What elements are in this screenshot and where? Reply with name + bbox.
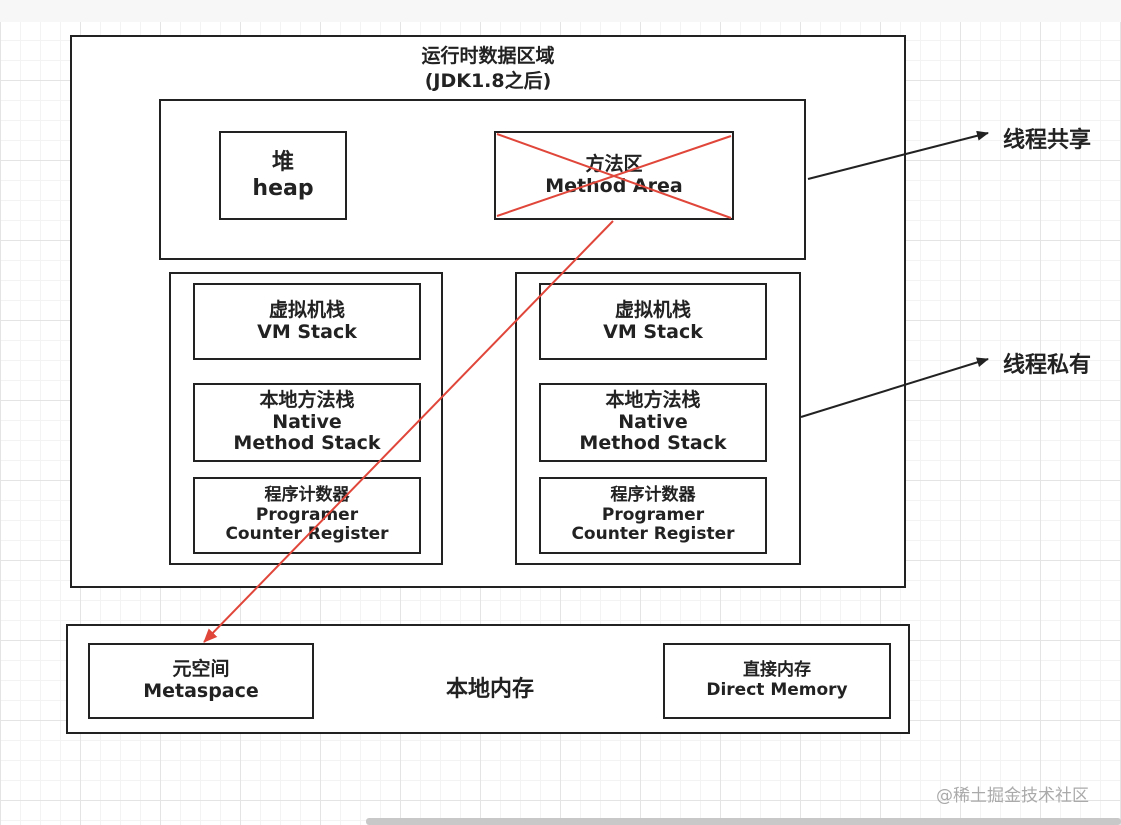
thread-2-native-stack: 本地方法栈 Native Method Stack (539, 383, 767, 462)
pc-en2: Counter Register (571, 524, 735, 545)
metaspace-box: 元空间 Metaspace (88, 643, 314, 719)
watermark: @稀土掘金技术社区 (936, 786, 1089, 806)
thread-1-native-stack: 本地方法栈 Native Method Stack (193, 383, 421, 462)
label-thread-shared: 线程共享 (1003, 128, 1092, 153)
direct-memory-cn: 直接内存 (743, 660, 811, 681)
pc-en2: Counter Register (225, 524, 389, 545)
top-strip (0, 0, 1121, 22)
method-area-en: Method Area (545, 174, 683, 197)
pc-cn: 程序计数器 (610, 485, 696, 506)
heap-box: 堆 heap (219, 131, 347, 220)
vm-stack-en: VM Stack (257, 320, 357, 343)
thread-1-vm-stack: 虚拟机栈 VM Stack (193, 283, 421, 360)
arrow-method-area-to-metaspace (203, 220, 614, 643)
direct-memory-en: Direct Memory (706, 680, 848, 700)
runtime-data-area-title: 运行时数据区域 (JDK1.8之后) (70, 44, 906, 93)
arrow-thread-shared (807, 130, 989, 180)
thread-2-pc: 程序计数器 Programer Counter Register (539, 477, 767, 554)
native-stack-en2: Method Stack (579, 432, 727, 455)
heap-en: heap (252, 175, 314, 201)
vm-stack-cn: 虚拟机栈 (614, 298, 691, 321)
native-stack-cn: 本地方法栈 (259, 388, 355, 411)
vm-stack-en: VM Stack (603, 320, 703, 343)
pc-cn: 程序计数器 (264, 485, 350, 506)
pc-en1: Programer (601, 504, 705, 525)
method-area-cn: 方法区 (585, 152, 643, 175)
title-line1: 运行时数据区域 (421, 45, 555, 67)
metaspace-en: Metaspace (143, 680, 259, 702)
native-stack-en2: Method Stack (233, 432, 381, 455)
vm-stack-cn: 虚拟机栈 (268, 298, 345, 321)
thread-2-vm-stack: 虚拟机栈 VM Stack (539, 283, 767, 360)
direct-memory-box: 直接内存 Direct Memory (663, 643, 891, 719)
metaspace-cn: 元空间 (172, 658, 230, 681)
title-line2: (JDK1.8之后) (424, 69, 552, 92)
native-memory-title: 本地内存 (400, 670, 580, 710)
thread-1-pc: 程序计数器 Programer Counter Register (193, 477, 421, 554)
heap-cn: 堆 (271, 150, 294, 176)
native-stack-cn: 本地方法栈 (605, 388, 701, 411)
horizontal-scrollbar[interactable] (366, 818, 1121, 825)
native-stack-en1: Native (272, 410, 342, 433)
native-stack-en1: Native (618, 410, 688, 433)
arrow-thread-private (800, 357, 989, 418)
cross-line-2 (496, 135, 732, 217)
label-thread-private: 线程私有 (1003, 353, 1092, 378)
native-memory-title-text: 本地内存 (445, 677, 534, 703)
